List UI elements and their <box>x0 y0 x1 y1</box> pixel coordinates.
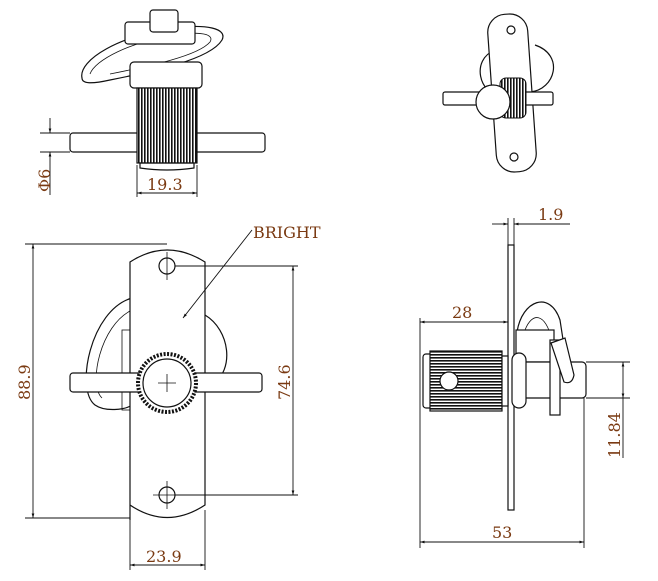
dim-pin-height: 11.84 <box>605 412 624 458</box>
dim-hole-spacing: 74.6 <box>275 364 294 400</box>
front-view: 88.9 74.6 23.9 BRIGHT <box>15 223 321 570</box>
dim-plate-width: 23.9 <box>146 547 182 566</box>
dim-knob-depth: 28 <box>452 303 472 322</box>
dim-plate-thickness: 1.9 <box>538 205 563 224</box>
dim-pin-diameter: Φ6 <box>35 169 54 192</box>
top-view: Φ6 19.3 <box>35 9 266 197</box>
side-view: 1.9 28 11.84 53 <box>419 205 630 548</box>
callout-bright: BRIGHT <box>253 223 321 242</box>
dim-knob-width: 19.3 <box>147 175 183 194</box>
perspective-view <box>442 13 554 173</box>
dim-plate-height: 88.9 <box>15 364 34 400</box>
dim-overall-length: 53 <box>492 523 512 542</box>
